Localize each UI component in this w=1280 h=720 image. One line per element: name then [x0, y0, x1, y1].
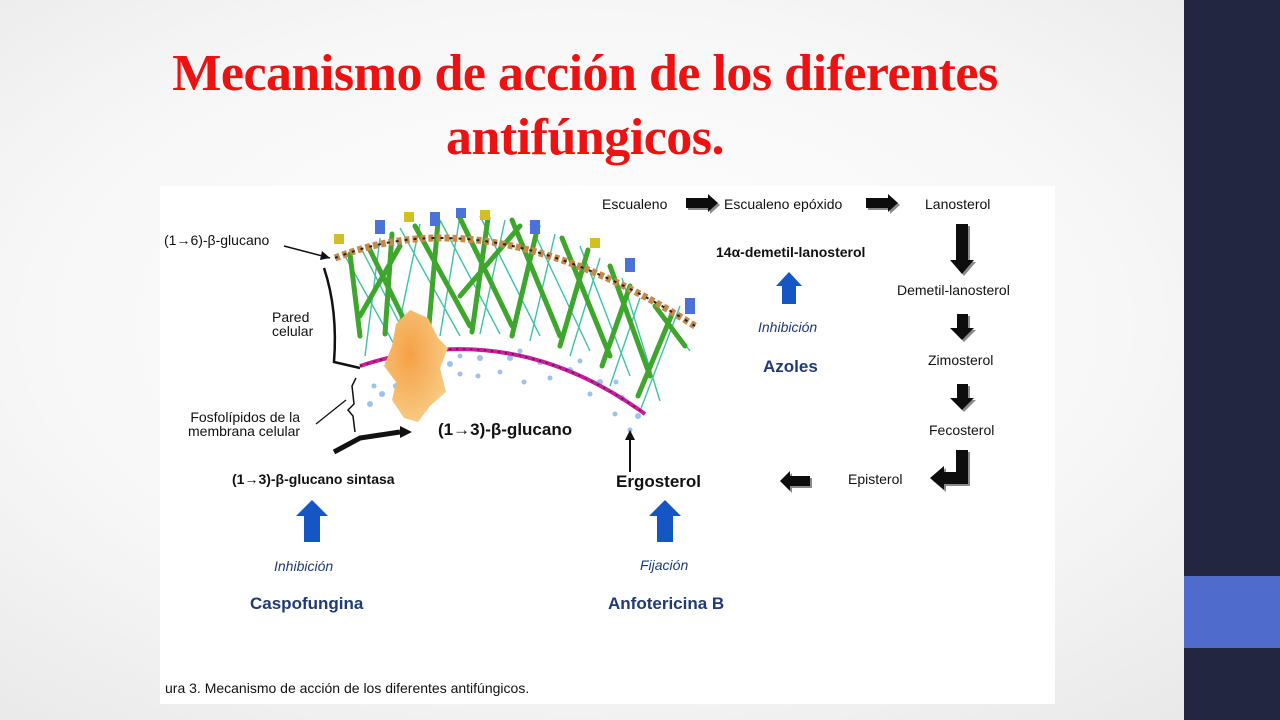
glucan-synthase-protein — [384, 310, 448, 422]
label-ergosterol: Ergosterol — [616, 472, 702, 491]
pathway-zimosterol: Zimosterol — [928, 352, 994, 368]
pathway-arrows — [296, 194, 974, 542]
label-fosfo-line2: membrana celular — [188, 423, 301, 439]
figure-caption: ura 3. Mecanismo de acción de los difere… — [165, 680, 530, 696]
label-fosfo-line1: Fosfolípidos de la — [190, 409, 301, 425]
pathway-escualeno: Escualeno — [602, 196, 668, 212]
curved-arrow-head — [400, 426, 412, 438]
membrane-detail — [359, 348, 646, 415]
outer-mannoprotein-layer — [333, 208, 697, 329]
cell-wall-illustration — [283, 208, 697, 472]
pathway-demetil-lanosterol: Demetil-lanosterol — [897, 282, 1010, 298]
pathway-lanosterol: Lanosterol — [925, 196, 991, 212]
ergosterol-up-arrow-head — [625, 430, 635, 440]
label-pared-line1: Pared — [272, 309, 310, 325]
blue-arrow-azoles — [776, 272, 802, 304]
slide-title-line-1: Mecanismo de acción de los diferentes — [172, 45, 998, 102]
label-beta16-glucano: (1→6)-β-glucano — [164, 232, 270, 248]
arrow-zimosterol-fecosterol — [950, 384, 974, 410]
sidebar-accent-block — [1184, 576, 1280, 648]
slide-title-line-2: antifúngicos. — [445, 109, 725, 166]
label-fosfolipidos: Fosfolípidos de la membrana celular — [188, 410, 300, 438]
fosfo-pointer — [315, 399, 347, 425]
fosfolipidos-bracket — [346, 377, 357, 433]
blue-arrow-anfotericina — [649, 500, 681, 542]
beta16-pointer-head — [320, 251, 330, 260]
drug-azoles: Azoles — [763, 357, 818, 376]
pathway-episterol: Episterol — [848, 471, 903, 487]
drug-anfotericina-b: Anfotericina B — [608, 594, 725, 613]
label-glucano-sintasa: (1→3)-β-glucano sintasa — [232, 471, 395, 487]
pathway-fecosterol: Fecosterol — [929, 422, 995, 438]
anfotericina-action: Fijación — [640, 557, 689, 573]
curved-arrow-glucan — [332, 429, 401, 455]
pathway-escualeno-epoxido: Escualeno epóxido — [724, 196, 843, 212]
arrow-episterol-ergosterol — [780, 471, 810, 491]
arrow-escualeno-epoxido — [686, 194, 718, 212]
label-pared: Pared celular — [272, 310, 313, 338]
membrane-lipids — [367, 348, 641, 433]
label-pared-line2: celular — [272, 323, 314, 339]
pathway-14-demetil-lanosterol: 14α-demetil-lanosterol — [716, 244, 866, 260]
figure-panel: (1→6)-β-glucano Pared celular Fosfolípid… — [160, 186, 1055, 704]
arrow-demetil-zimosterol — [950, 314, 974, 340]
azoles-action: Inhibición — [758, 319, 818, 335]
arrow-epoxido-lanosterol — [866, 194, 898, 212]
arrow-lanosterol-demetil — [950, 224, 974, 274]
label-beta13-glucano: (1→3)-β-glucano — [438, 420, 573, 439]
arrow-fecosterol-episterol — [930, 450, 968, 490]
thick-glucan-fibres — [347, 215, 688, 399]
caspofungina-action: Inhibición — [274, 558, 334, 574]
drug-caspofungina: Caspofungina — [250, 594, 364, 613]
pared-celular-bracket — [322, 267, 361, 370]
blue-arrow-caspofungina — [296, 500, 328, 542]
